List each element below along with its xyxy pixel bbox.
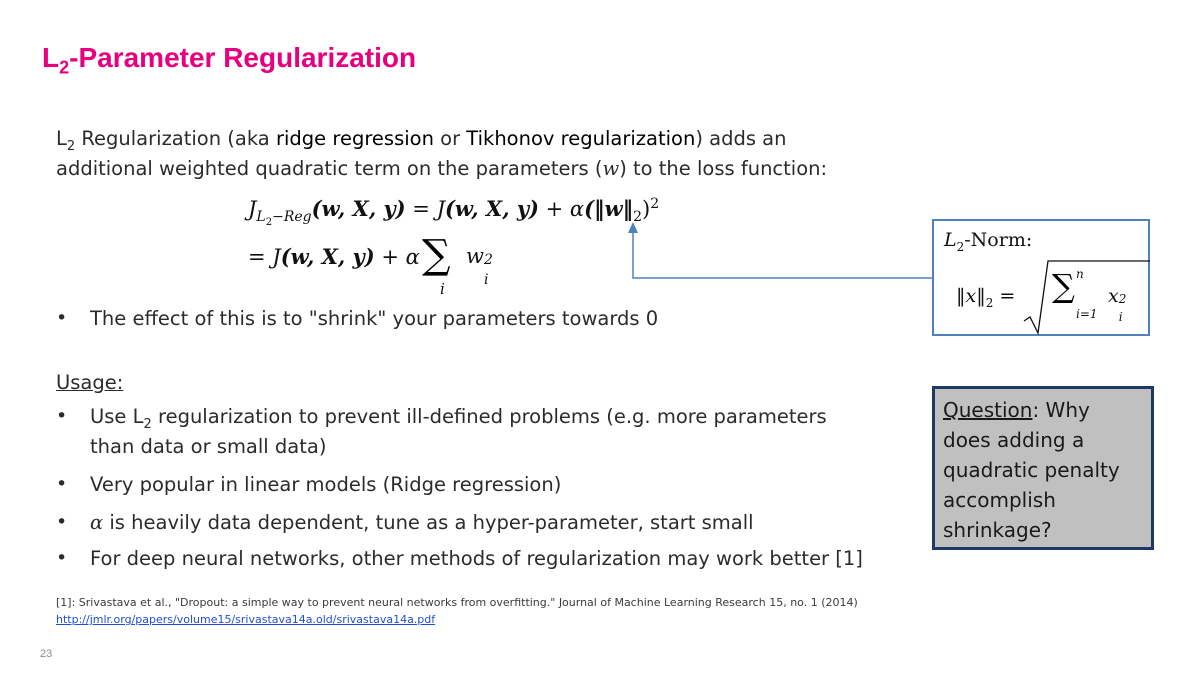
usage-bullet-1-continued: than data or small data) xyxy=(90,435,327,458)
effect-bullet: The effect of this is to "shrink" your p… xyxy=(90,307,659,330)
question-line-5: shrinkage? xyxy=(943,518,1052,542)
norm-sum-top: n xyxy=(1076,267,1084,281)
equation-line-1: JL2−Reg(w, X, y) = J(w, X, y) + α(‖w‖2)2 xyxy=(248,196,660,228)
usage-heading: Usage: xyxy=(56,371,124,394)
slide-title: L2-Parameter Regularization xyxy=(42,42,417,78)
question-line-2: does adding a xyxy=(943,428,1085,452)
usage-bullet-4: For deep neural networks, other methods … xyxy=(90,547,863,570)
page-number: 23 xyxy=(40,648,53,660)
question-box: Question: Why does adding a quadratic pe… xyxy=(932,386,1154,550)
intro-line-1: L2 Regularization (aka ridge regression … xyxy=(56,127,787,154)
summation-index: i xyxy=(440,280,445,298)
norm-sum-bottom: i=1 xyxy=(1076,307,1098,321)
question-line-4: accomplish xyxy=(943,488,1056,512)
term-ridge-regression: ridge regression xyxy=(275,127,434,150)
usage-bullet-3: α is heavily data dependent, tune as a h… xyxy=(90,511,754,534)
bullet-dot: • xyxy=(56,511,68,533)
sqrt-symbol xyxy=(1023,260,1150,335)
question-line-1: Question: Why xyxy=(943,398,1090,422)
question-line-3: quadratic penalty xyxy=(943,458,1120,482)
intro-line-2: additional weighted quadratic term on th… xyxy=(56,157,828,180)
summation-symbol: ∑ xyxy=(422,232,451,278)
usage-bullet-2: Very popular in linear models (Ridge reg… xyxy=(90,473,562,496)
norm-box-label: L2-Norm: xyxy=(944,229,1033,254)
term-tikhonov-regularization: Tikhonov regularization xyxy=(466,127,696,150)
bullet-dot: • xyxy=(56,473,68,495)
bullet-dot: • xyxy=(56,547,68,569)
usage-bullet-1: Use L2 regularization to prevent ill-def… xyxy=(90,405,827,432)
norm-formula-lhs: ‖x‖2 = xyxy=(956,285,1016,310)
bullet-dot: • xyxy=(56,307,68,329)
bullet-dot: • xyxy=(56,405,68,427)
norm-sum-symbol: ∑ xyxy=(1052,267,1075,305)
footnote-citation: [1]: Srivastava et al., "Dropout: a simp… xyxy=(56,596,858,609)
equation-line-2: = J(w, X, y) + α xyxy=(248,244,420,269)
footnote-link[interactable]: http://jmlr.org/papers/volume15/srivasta… xyxy=(56,613,436,626)
